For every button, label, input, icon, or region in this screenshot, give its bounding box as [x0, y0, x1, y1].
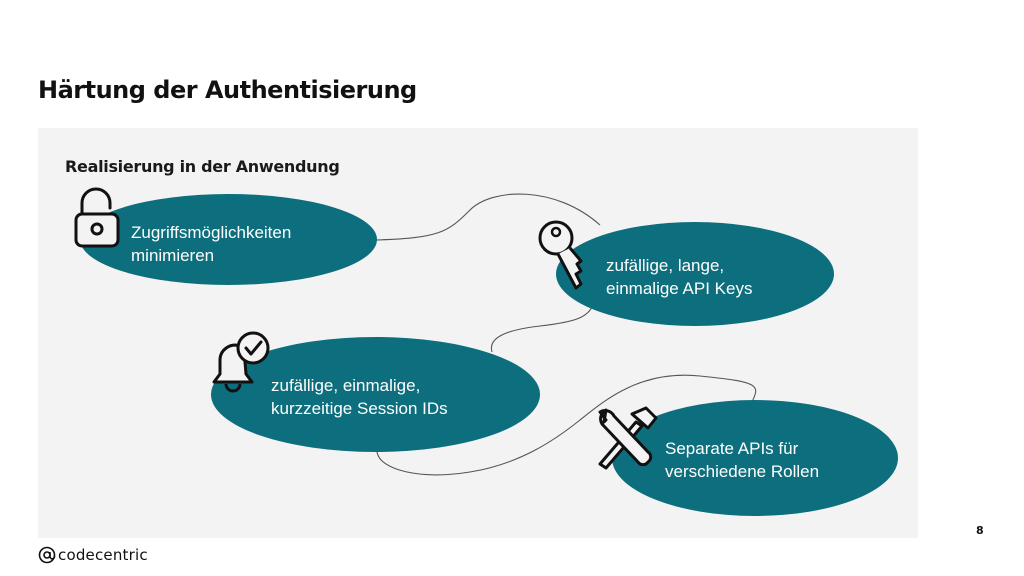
bubble-api-keys	[556, 222, 834, 326]
bubble-line: Separate APIs für	[665, 439, 799, 458]
logo-text: codecentric	[58, 546, 148, 564]
padlock-open-icon	[74, 187, 120, 248]
slide-title: Härtung der Authentisierung	[38, 76, 417, 104]
bubble-access-minimize	[80, 194, 377, 285]
bubble-line: Zugriffsmöglichkeiten	[131, 223, 292, 242]
bell-check-icon	[212, 331, 270, 393]
bubble-separate-apis	[612, 400, 898, 516]
key-icon	[538, 220, 583, 290]
section-subtitle: Realisierung in der Anwendung	[65, 157, 340, 176]
wrench-hammer-icon	[598, 406, 658, 470]
bubble-session-ids-text: zufällige, einmalige, kurzzeitige Sessio…	[271, 374, 448, 420]
at-sign-icon	[38, 546, 56, 564]
bubble-separate-apis-text: Separate APIs für verschiedene Rollen	[665, 437, 819, 483]
bubble-line: kurzzeitige Session IDs	[271, 399, 448, 418]
bubble-line: einmalige API Keys	[606, 279, 753, 298]
page-number: 8	[976, 524, 984, 537]
bubble-access-minimize-text: Zugriffsmöglichkeiten minimieren	[131, 221, 291, 267]
bubble-line: verschiedene Rollen	[665, 462, 820, 481]
bubble-line: zufällige, lange,	[606, 256, 725, 275]
codecentric-logo: codecentric	[38, 546, 148, 564]
bubble-line: zufällige, einmalige,	[271, 376, 421, 395]
bubble-api-keys-text: zufällige, lange, einmalige API Keys	[606, 254, 752, 300]
bubble-line: minimieren	[131, 246, 215, 265]
